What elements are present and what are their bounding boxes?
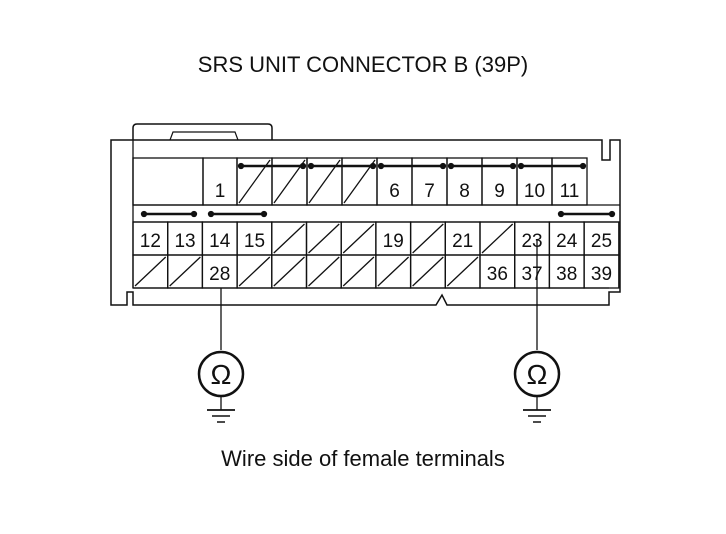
empty-terminal-slash: [169, 256, 201, 287]
terminal-11: 11: [560, 181, 580, 202]
terminal-23: 23: [521, 231, 542, 252]
empty-terminal-slash: [273, 256, 305, 287]
terminal-10: 10: [524, 181, 545, 202]
shorting-bar-end: [307, 162, 315, 170]
empty-terminal-slash: [308, 256, 340, 287]
terminal-19: 19: [383, 231, 404, 252]
terminal-8: 8: [459, 181, 470, 202]
shorting-bar-end: [260, 210, 268, 218]
diagram-title: SRS UNIT CONNECTOR B (39P): [197, 52, 529, 77]
terminal-13: 13: [174, 231, 195, 252]
terminal-21: 21: [452, 231, 473, 252]
terminal-39: 39: [591, 264, 612, 285]
row3-cell: [583, 254, 620, 289]
shorting-bar-end: [207, 210, 215, 218]
empty-terminal-slash: [446, 256, 479, 287]
empty-terminal-slash: [308, 223, 340, 254]
connector-latch: [132, 123, 273, 140]
shorting-bar-end: [237, 162, 245, 170]
ohm-symbol: Ω: [211, 359, 232, 390]
terminal-1: 1: [215, 181, 226, 202]
terminal-28: 28: [209, 264, 230, 285]
terminal-9: 9: [494, 181, 505, 202]
terminal-24: 24: [556, 231, 578, 252]
empty-terminal-slash: [377, 256, 410, 287]
shorting-bar-end: [608, 210, 616, 218]
terminal-14: 14: [209, 231, 231, 252]
empty-terminal-slash: [238, 256, 271, 287]
terminal-15: 15: [244, 231, 265, 252]
terminal-7: 7: [424, 181, 435, 202]
shorting-bar-end: [517, 162, 525, 170]
shorting-bar-end: [190, 210, 198, 218]
shorting-bar-end: [579, 162, 587, 170]
empty-terminal-slash: [481, 223, 514, 254]
shorting-bar-end: [299, 162, 307, 170]
empty-terminal-slash: [412, 256, 444, 287]
empty-terminal-slash: [273, 223, 305, 254]
empty-terminal-slash: [412, 223, 444, 254]
connector-housing: [110, 139, 621, 306]
ohm-symbol: Ω: [527, 359, 548, 390]
shorting-bar-end: [377, 162, 385, 170]
terminal-38: 38: [556, 264, 577, 285]
row1-cell: [132, 157, 204, 206]
shorting-bar-end: [557, 210, 565, 218]
terminal-36: 36: [487, 264, 508, 285]
shorting-bar-end: [439, 162, 447, 170]
shorting-bar-end: [509, 162, 517, 170]
empty-terminal-slash: [342, 223, 375, 254]
empty-terminal-slash: [134, 256, 167, 287]
terminal-25: 25: [591, 231, 612, 252]
terminal-37: 37: [521, 264, 542, 285]
shorting-bar-end: [447, 162, 455, 170]
shorting-bar-end: [140, 210, 148, 218]
diagram-caption: Wire side of female terminals: [221, 446, 505, 471]
empty-terminal-slash: [342, 256, 375, 287]
terminal-12: 12: [140, 231, 161, 252]
terminal-6: 6: [389, 181, 400, 202]
shorting-bar-end: [369, 162, 377, 170]
